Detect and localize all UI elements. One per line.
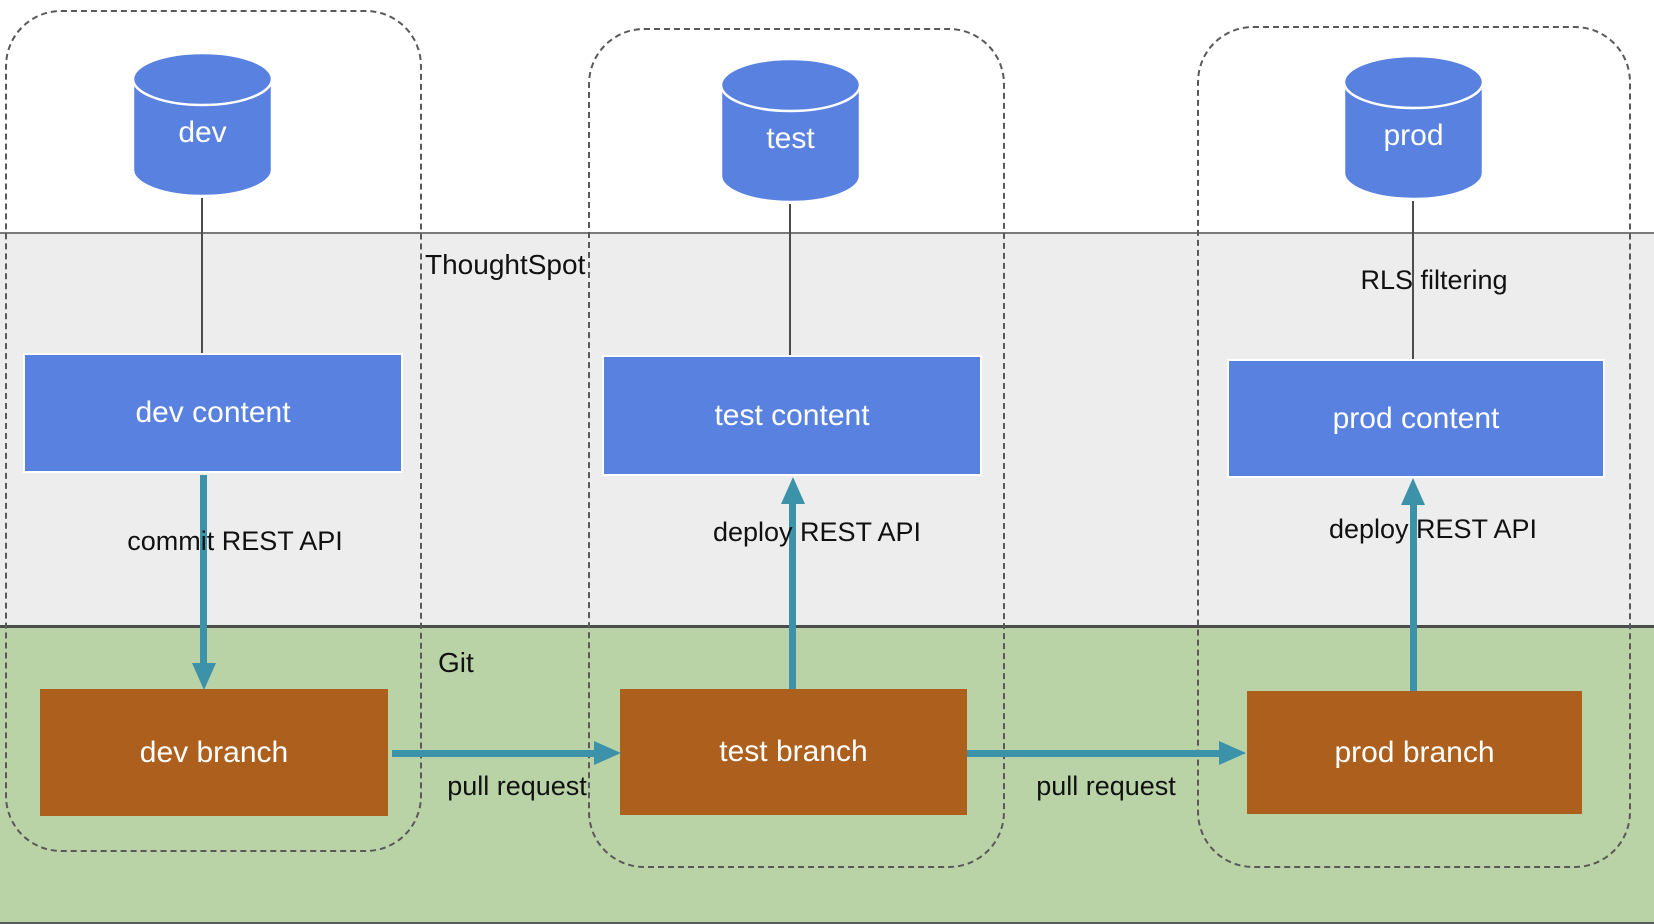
deploy-test-arrow bbox=[789, 503, 796, 689]
dev-content-node: dev content bbox=[23, 353, 403, 473]
git-band-label: Git bbox=[438, 647, 474, 678]
rls-filtering-label: RLS filtering bbox=[1360, 265, 1508, 295]
dev-db-connector-line bbox=[201, 198, 203, 354]
pull-request-test-prod-arrow bbox=[967, 750, 1219, 757]
dev-environment-container bbox=[5, 10, 422, 852]
test-db-connector-line bbox=[789, 204, 791, 356]
commit-rest-api-label: commit REST API bbox=[127, 526, 343, 556]
pull-request-dev-test-arrowhead-icon bbox=[594, 741, 621, 765]
prod-branch-node: prod branch bbox=[1247, 691, 1582, 814]
database-cylinder-icon bbox=[1342, 54, 1485, 201]
test-database-label: test bbox=[766, 122, 815, 155]
prod-db-connector-line bbox=[1412, 201, 1414, 361]
test-database-cylinder: test bbox=[718, 56, 863, 206]
prod-database-label: prod bbox=[1383, 119, 1444, 152]
pull-request-test-prod-arrowhead-icon bbox=[1219, 741, 1246, 765]
pull-request-dev-test-label: pull request bbox=[447, 771, 587, 801]
prod-environment-container bbox=[1197, 26, 1631, 868]
test-environment-container bbox=[588, 28, 1005, 868]
dev-database-label: dev bbox=[178, 116, 227, 149]
test-branch-node: test branch bbox=[620, 689, 967, 815]
database-cylinder-icon bbox=[719, 57, 862, 204]
database-cylinder-icon bbox=[131, 51, 274, 198]
deploy-rest-api-prod-label: deploy REST API bbox=[1328, 514, 1538, 544]
prod-database-cylinder: prod bbox=[1341, 53, 1486, 203]
dev-database-cylinder: dev bbox=[130, 50, 275, 200]
dev-branch-node: dev branch bbox=[40, 689, 388, 816]
commit-arrowhead-icon bbox=[192, 663, 216, 690]
deploy-test-arrowhead-icon bbox=[781, 477, 805, 504]
prod-content-node: prod content bbox=[1227, 359, 1605, 478]
commit-arrow bbox=[200, 475, 207, 665]
deploy-prod-arrow bbox=[1410, 504, 1417, 691]
deploy-rest-api-test-label: deploy REST API bbox=[712, 517, 922, 547]
pull-request-test-prod-label: pull request bbox=[1036, 771, 1176, 801]
pull-request-dev-test-arrow bbox=[392, 750, 594, 757]
deploy-prod-arrowhead-icon bbox=[1401, 478, 1425, 505]
test-content-node: test content bbox=[602, 355, 982, 476]
thoughtspot-band-label: ThoughtSpot bbox=[425, 249, 586, 280]
